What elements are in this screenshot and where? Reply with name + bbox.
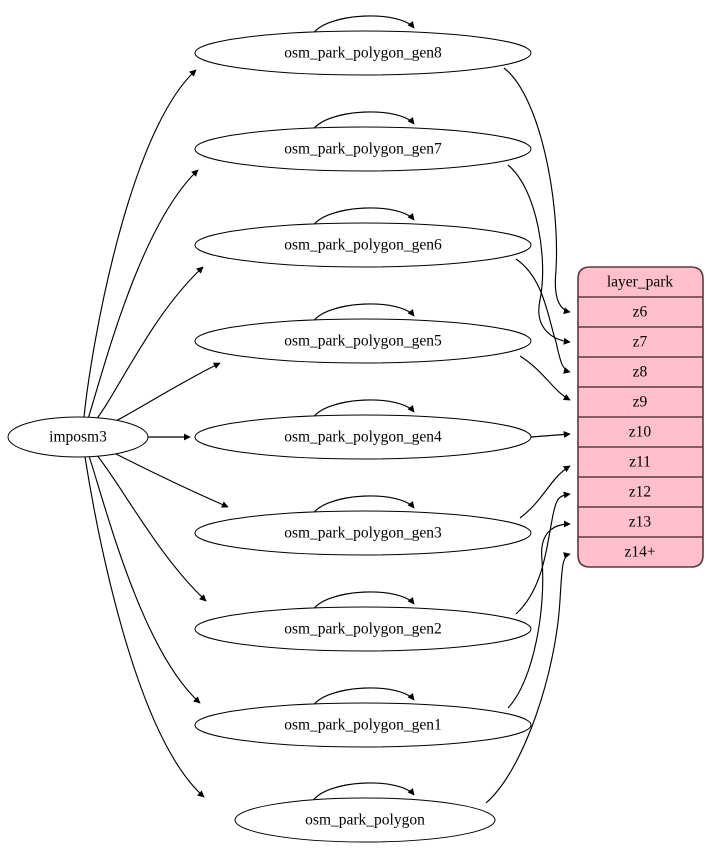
table-row-z7[interactable]: z7 xyxy=(633,334,648,351)
node-label-gen6: osm_park_polygon_gen6 xyxy=(284,237,442,254)
node-label-gen4: osm_park_polygon_gen4 xyxy=(284,429,442,446)
node-shape-gen1[interactable] xyxy=(194,702,532,748)
edges-to-table xyxy=(485,67,571,804)
edge-gen2-to-z12 xyxy=(515,491,571,615)
edge-gen5-to-z9 xyxy=(519,355,571,401)
node-osm-park-polygon-gen4[interactable]: osm_park_polygon_gen4 xyxy=(194,414,532,460)
edge-gen1-to-z13 xyxy=(507,520,571,709)
table-row-z13[interactable]: z13 xyxy=(629,514,652,531)
self-loop-gen4 xyxy=(311,399,415,420)
edge-imposm3-to-base xyxy=(84,456,205,798)
node-shape-base[interactable] xyxy=(234,797,496,843)
node-osm-park-polygon-gen7[interactable]: osm_park_polygon_gen7 xyxy=(194,126,532,172)
node-osm-park-polygon-gen2[interactable]: osm_park_polygon_gen2 xyxy=(194,606,532,652)
node-osm-park-polygon-gen1[interactable]: osm_park_polygon_gen1 xyxy=(194,702,532,748)
table-row-z11[interactable]: z11 xyxy=(629,454,651,471)
table-row-z8[interactable]: z8 xyxy=(633,364,648,381)
node-osm-park-polygon-gen3[interactable]: osm_park_polygon_gen3 xyxy=(194,510,532,556)
node-osm-park-polygon-gen8[interactable]: osm_park_polygon_gen8 xyxy=(194,30,532,76)
node-label-gen5: osm_park_polygon_gen5 xyxy=(284,333,442,350)
edge-imposm3-to-gen7 xyxy=(87,169,199,420)
table-header-layer-park: layer_park xyxy=(607,274,674,291)
edge-gen8-to-z6 xyxy=(503,67,571,315)
edge-gen7-to-z7 xyxy=(507,164,571,345)
node-osm-park-polygon-gen5[interactable]: osm_park_polygon_gen5 xyxy=(194,318,532,364)
table-row-z6[interactable]: z6 xyxy=(633,304,648,321)
self-loop-gen7 xyxy=(311,111,415,132)
self-loop-base xyxy=(311,782,415,803)
node-shape-gen5[interactable] xyxy=(194,318,532,364)
node-shape-gen3[interactable] xyxy=(194,510,532,556)
node-label-base: osm_park_polygon xyxy=(305,812,425,829)
node-shape-gen7[interactable] xyxy=(194,126,532,172)
table-row-z12[interactable]: z12 xyxy=(629,484,651,501)
edge-gen3-to-z11 xyxy=(519,465,571,519)
node-shape-gen6[interactable] xyxy=(194,222,532,268)
edge-imposm3-to-gen2 xyxy=(95,453,207,602)
edge-imposm3-to-gen1 xyxy=(88,455,201,704)
edge-imposm3-to-gen8 xyxy=(83,69,197,418)
node-osm-park-polygon-gen6[interactable]: osm_park_polygon_gen6 xyxy=(194,222,532,268)
edge-imposm3-to-gen5 xyxy=(109,362,221,425)
edge-imposm3-to-gen6 xyxy=(94,266,204,422)
self-loop-gen6 xyxy=(311,207,415,228)
table-row-z9[interactable]: z9 xyxy=(633,394,648,411)
self-loop-gen2 xyxy=(311,591,415,612)
self-loop-gen5 xyxy=(311,303,415,324)
table-row-z10[interactable]: z10 xyxy=(629,424,652,441)
node-label-gen1: osm_park_polygon_gen1 xyxy=(284,717,442,734)
node-label-gen2: osm_park_polygon_gen2 xyxy=(284,621,442,638)
node-osm-park-polygon[interactable]: osm_park_polygon xyxy=(234,797,496,843)
polygon-nodes: osm_park_polygon_gen8 osm_park_polygon_g… xyxy=(194,30,532,843)
self-loop-gen8 xyxy=(311,15,415,36)
self-loop-gen3 xyxy=(311,495,415,516)
node-label-imposm3: imposm3 xyxy=(49,429,107,446)
node-shape-gen2[interactable] xyxy=(194,606,532,652)
node-label-gen7: osm_park_polygon_gen7 xyxy=(284,141,442,158)
self-loop-gen1 xyxy=(311,687,415,708)
node-label-gen8: osm_park_polygon_gen8 xyxy=(284,45,442,62)
self-loop-edges xyxy=(311,15,415,803)
edge-imposm3-to-gen3 xyxy=(111,451,229,508)
table-row-z14plus[interactable]: z14+ xyxy=(624,544,655,561)
edge-gen6-to-z8 xyxy=(515,258,571,374)
edge-gen4-to-z10 xyxy=(530,431,571,438)
node-label-gen3: osm_park_polygon_gen3 xyxy=(284,525,442,542)
node-imposm3[interactable]: imposm3 xyxy=(7,416,149,458)
node-shape-gen8[interactable] xyxy=(194,30,532,76)
edges-from-source xyxy=(83,69,229,798)
node-layer-park-table[interactable]: layer_park z6 z7 z8 z9 z10 z11 z12 z13 z… xyxy=(577,266,704,568)
node-shape-imposm3[interactable] xyxy=(7,416,149,458)
edge-base-to-z14 xyxy=(485,552,571,804)
node-shape-gen4[interactable] xyxy=(194,414,532,460)
